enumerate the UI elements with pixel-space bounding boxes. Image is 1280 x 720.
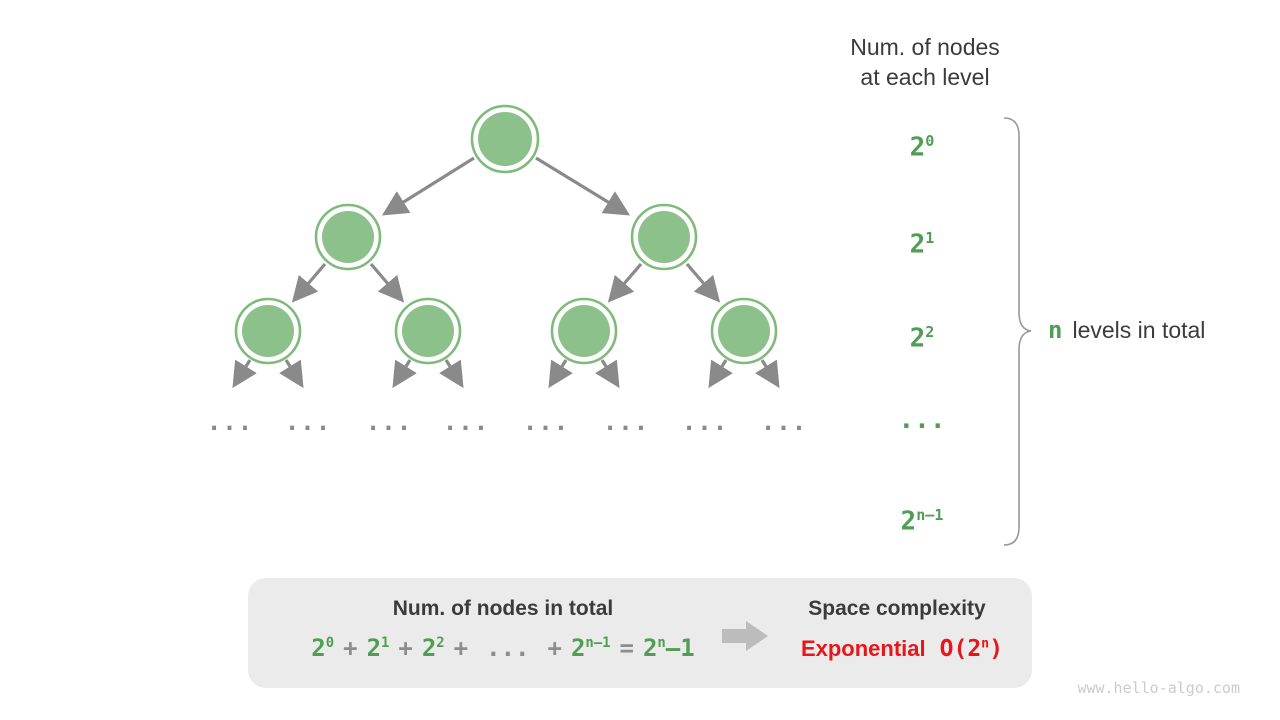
tree-edge	[279, 359, 304, 389]
formula-term: 22	[421, 634, 445, 662]
tree-ellipsis: ...	[284, 408, 332, 436]
brace-label-n: n	[1048, 316, 1063, 344]
tree-edge	[548, 359, 573, 389]
tree-node	[234, 297, 302, 365]
tree-ellipsis: ...	[602, 408, 650, 436]
level-count-exp: 2	[925, 323, 935, 341]
tree-ellipsis: ...	[522, 408, 570, 436]
plus-operator: +	[547, 634, 562, 662]
tree-ellipsis: ...	[681, 408, 729, 436]
tree-edge	[755, 359, 780, 389]
complexity-word: Exponential	[800, 636, 926, 661]
tree-edge	[392, 359, 417, 389]
big-o-notation: O(2n)	[939, 636, 1004, 662]
level-count-base: 2	[909, 229, 926, 260]
tree-nodes	[234, 104, 778, 365]
brace-label: n levels in total	[1048, 316, 1268, 344]
tree-edge	[607, 262, 643, 303]
tree-edge	[439, 359, 464, 389]
tree-ellipsis: ...	[206, 408, 254, 436]
level-count-exp: n–1	[916, 506, 944, 524]
formula-term: 21	[366, 634, 390, 662]
panel-header-line1: Num. of nodes	[850, 34, 1000, 60]
formula-ellipsis: ...	[486, 634, 530, 662]
plus-operator: +	[398, 634, 413, 662]
level-count-n: 2n–1	[876, 500, 968, 537]
panel-header: Num. of nodes at each level	[795, 32, 1055, 92]
total-nodes-formula: 20 +21 +22 +... +2n–1 = 2n–1	[278, 634, 728, 662]
tree-edge	[595, 359, 620, 389]
level-count-exp: 0	[925, 132, 935, 150]
tree-edge	[535, 156, 631, 216]
total-nodes-title: Num. of nodes in total	[392, 597, 614, 620]
tree-node	[314, 203, 382, 271]
level-count-exp: 1	[925, 229, 935, 247]
right-fat-arrow-icon	[722, 621, 768, 651]
level-count-base: 2	[909, 132, 926, 163]
tree-edge	[369, 262, 405, 303]
complexity-result: Exponential O(2n)	[772, 636, 1032, 662]
level-count-base: 2	[909, 323, 926, 354]
formula-result: 2n–1	[642, 634, 695, 662]
plus-operator: +	[453, 634, 469, 662]
tree-ellipsis: ...	[442, 408, 490, 436]
tree-ellipsis: ...	[760, 408, 808, 436]
brace-label-text: levels in total	[1072, 317, 1206, 343]
level-count-0: 20	[876, 126, 968, 163]
panel-header-line2: at each level	[860, 64, 990, 90]
tree-edge	[708, 359, 733, 389]
ellipsis-text: ...	[898, 405, 946, 435]
level-count-base: 2	[900, 506, 917, 537]
tree-edge	[685, 262, 721, 303]
formula-term: 2n–1	[570, 634, 611, 662]
tree-ellipsis: ...	[365, 408, 413, 436]
tree-edges	[232, 156, 780, 389]
level-count-1: 21	[876, 223, 968, 260]
plus-operator: +	[343, 634, 358, 662]
tree-node-root	[470, 104, 540, 174]
level-count-2: 22	[876, 317, 968, 354]
level-count-ellipsis: ...	[876, 405, 968, 435]
formula-term: 20	[311, 634, 335, 662]
tree-node	[630, 203, 698, 271]
curly-brace	[1003, 117, 1032, 546]
summary-box	[248, 578, 1032, 688]
tree-node	[394, 297, 462, 365]
equals-operator: =	[619, 634, 634, 662]
tree-node	[710, 297, 778, 365]
tree-edge	[232, 359, 257, 389]
tree-edge	[381, 156, 475, 216]
watermark: www.hello-algo.com	[1077, 679, 1240, 697]
tree-node	[550, 297, 618, 365]
space-complexity-title: Space complexity	[808, 597, 986, 620]
tree-edge	[291, 262, 327, 303]
